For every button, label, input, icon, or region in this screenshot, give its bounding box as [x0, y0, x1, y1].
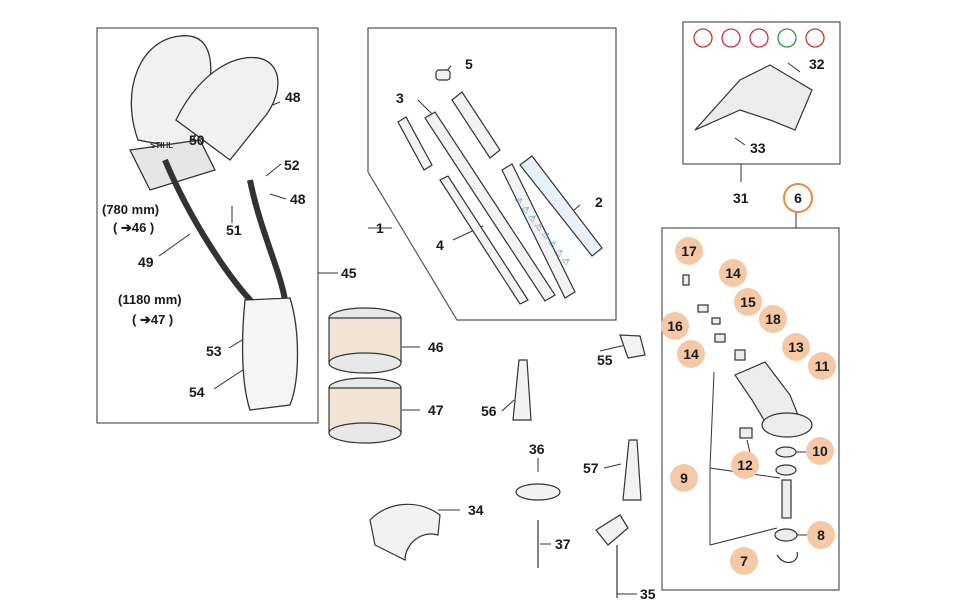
part-label-35: 35	[640, 586, 656, 602]
part-label-13: 13	[782, 333, 810, 361]
part-label-3: 3	[396, 90, 404, 106]
deflector-group-box	[682, 21, 841, 165]
harness-group-box	[96, 27, 319, 424]
part-label-6: 6	[783, 183, 813, 213]
part-label-55: 55	[597, 352, 613, 368]
part-label-32: 32	[809, 56, 825, 72]
part-label-36: 36	[529, 441, 545, 457]
part-label-53: 53	[206, 343, 222, 359]
long-strap-reference: ( ➔47 )	[132, 312, 174, 327]
part-label-48a: 48	[285, 89, 301, 105]
part-label-49: 49	[138, 254, 154, 270]
part-label-2: 2	[595, 194, 603, 210]
part-label-54: 54	[189, 384, 205, 400]
part-label-14b: 14	[677, 340, 705, 368]
part-label-34: 34	[468, 502, 484, 518]
part-label-31: 31	[733, 190, 749, 206]
part-label-9: 9	[670, 464, 698, 492]
gearhead-illustration	[682, 274, 813, 563]
deflector-illustration	[694, 64, 813, 131]
part-label-18: 18	[759, 305, 787, 333]
harness-logo: STIHL	[150, 141, 173, 150]
line-spools	[328, 307, 402, 444]
part-label-37: 37	[555, 536, 571, 552]
part-label-4: 4	[436, 237, 444, 253]
part-label-16: 16	[661, 312, 689, 340]
part-label-1: 1	[376, 220, 384, 236]
shaft-illustration	[397, 69, 646, 359]
part-label-11: 11	[808, 352, 836, 380]
accessories	[369, 359, 642, 598]
harness-illustration: STIHL	[129, 35, 299, 411]
part-label-51: 51	[226, 222, 242, 238]
part-label-52: 52	[284, 157, 300, 173]
deflector-warning-icons	[693, 28, 825, 48]
part-label-56: 56	[481, 403, 497, 419]
part-label-7: 7	[730, 547, 758, 575]
part-label-10: 10	[806, 437, 834, 465]
gearhead-group-box	[661, 227, 840, 591]
shaft-group-box	[367, 27, 617, 321]
short-strap-reference: ( ➔46 )	[113, 220, 155, 235]
part-label-14a: 14	[719, 259, 747, 287]
part-label-48b: 48	[290, 191, 306, 207]
short-strap-length: (780 mm)	[102, 202, 160, 217]
part-label-47: 47	[428, 402, 444, 418]
part-label-5: 5	[465, 56, 473, 72]
part-label-57: 57	[583, 460, 599, 476]
part-label-15: 15	[734, 288, 762, 316]
long-strap-length: (1180 mm)	[118, 292, 182, 307]
part-label-17: 17	[675, 237, 703, 265]
part-label-33: 33	[750, 140, 766, 156]
part-label-45: 45	[341, 265, 357, 281]
part-label-50: 50	[189, 132, 205, 148]
part-label-46: 46	[428, 339, 444, 355]
leader-lines	[158, 62, 808, 598]
part-label-8: 8	[807, 521, 835, 549]
part-label-12: 12	[731, 451, 759, 479]
